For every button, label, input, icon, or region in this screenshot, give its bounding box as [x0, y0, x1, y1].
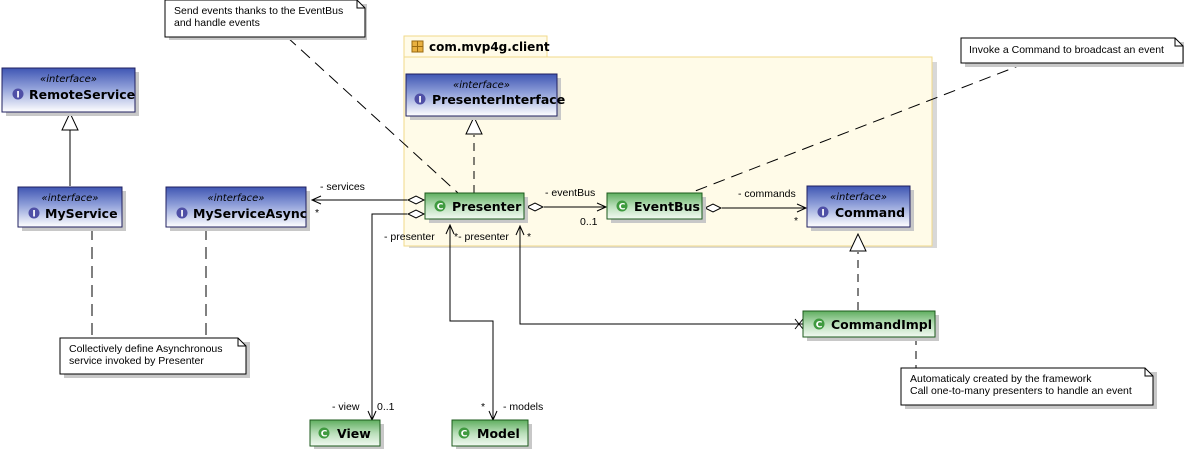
interface-icon: I: [414, 93, 426, 106]
interface-remoteservice[interactable]: «interface» I RemoteService: [1, 67, 139, 116]
package-icon: [411, 40, 424, 53]
class-icon: C: [434, 200, 446, 213]
class-icon: C: [458, 427, 470, 440]
note-framework[interactable]: Automaticaly created by the framework Ca…: [900, 367, 1157, 409]
class-commandimpl[interactable]: C CommandImpl: [802, 310, 939, 341]
eventbus-arrowhead: [596, 202, 608, 212]
stereotype-label: «interface»: [453, 80, 510, 91]
note-async-service[interactable]: Collectively define Asynchronous service…: [59, 337, 250, 378]
view-association: [371, 213, 407, 420]
eventbus-label: - eventBus: [545, 187, 595, 199]
view-label: - view: [332, 401, 360, 413]
interface-icon: I: [817, 206, 829, 219]
interface-icon: I: [176, 207, 188, 220]
interface-icon: I: [12, 88, 24, 101]
svg-text:C: C: [461, 430, 468, 440]
class-icon: C: [616, 200, 628, 213]
services-multiplicity: *: [315, 207, 319, 219]
interface-icon: I: [28, 207, 40, 220]
presenter-model-label: *- presenter: [454, 231, 509, 243]
eventbus-multiplicity: 0..1: [580, 216, 598, 228]
note-link-command: [689, 62, 1027, 194]
stereotype-label: «interface»: [830, 192, 887, 203]
commands-arrowhead: [796, 203, 808, 213]
class-view[interactable]: C View: [309, 419, 384, 449]
presenter-arrowhead: [515, 224, 525, 236]
svg-text:C: C: [816, 321, 823, 331]
commandimpl-association: [519, 226, 803, 325]
interface-name: PresenterInterface: [432, 92, 565, 107]
note-line: service invoked by Presenter: [69, 355, 204, 367]
class-name: Model: [477, 426, 520, 441]
svg-text:C: C: [619, 203, 626, 213]
stereotype-label: «interface»: [208, 193, 265, 204]
class-name: View: [337, 426, 371, 441]
realization-arrow: [849, 232, 867, 252]
class-name: EventBus: [634, 199, 700, 214]
interface-myserviceasync[interactable]: «interface» I MyServiceAsync: [165, 186, 310, 231]
note-line: and handle events: [174, 17, 260, 29]
presenter-arrowhead: [445, 223, 455, 235]
interface-myservice[interactable]: «interface» I MyService: [17, 186, 126, 231]
class-icon: C: [813, 318, 825, 331]
interface-name: MyServiceAsync: [193, 206, 307, 221]
class-presenter[interactable]: C Presenter: [424, 192, 528, 223]
commands-label: - commands: [738, 188, 796, 200]
svg-text:I: I: [16, 91, 19, 101]
note-line: Call one-to-many presenters to handle an…: [910, 385, 1132, 397]
view-multiplicity: 0..1: [377, 401, 395, 413]
note-line: Send events thanks to the EventBus: [174, 5, 343, 17]
models-multiplicity: *: [481, 401, 485, 413]
interface-name: RemoteService: [29, 87, 135, 102]
generalization-arrow: [61, 111, 79, 131]
note-link-eventbus: [286, 36, 459, 194]
aggregation-diamond: [525, 202, 545, 212]
svg-text:I: I: [32, 210, 35, 220]
models-label: - models: [503, 401, 543, 413]
aggregation-diamond: [406, 195, 426, 205]
svg-text:I: I: [180, 210, 183, 220]
interface-name: Command: [835, 205, 905, 220]
aggregation-diamond: [406, 209, 426, 219]
note-line: Invoke a Command to broadcast an event: [969, 44, 1164, 56]
interface-presenterinterface[interactable]: «interface» I PresenterInterface: [405, 73, 565, 120]
model-association: [449, 225, 494, 420]
services-label: - services: [320, 181, 365, 193]
presenter-view-label: - presenter: [384, 231, 435, 243]
class-name: CommandImpl: [831, 317, 932, 332]
svg-text:I: I: [418, 96, 421, 106]
svg-text:I: I: [821, 209, 824, 219]
connectors: [61, 36, 1027, 422]
stereotype-label: «interface»: [40, 74, 97, 85]
stereotype-label: «interface»: [42, 193, 99, 204]
class-name: Presenter: [452, 199, 522, 214]
package-name: com.mvp4g.client: [429, 40, 550, 54]
svg-text:C: C: [321, 430, 328, 440]
association-labels: - services * - eventBus 0..1 - commands …: [315, 181, 798, 413]
interface-command[interactable]: «interface» I Command: [806, 185, 914, 231]
commands-multiplicity: *: [794, 215, 798, 227]
aggregation-diamond: [703, 203, 723, 213]
note-line: Collectively define Asynchronous: [69, 343, 223, 355]
class-icon: C: [318, 427, 330, 440]
note-line: Automaticaly created by the framework: [910, 373, 1092, 385]
class-model[interactable]: C Model: [451, 419, 532, 449]
class-eventbus[interactable]: C EventBus: [606, 192, 706, 223]
note-eventbus[interactable]: Send events thanks to the EventBus and h…: [164, 0, 367, 40]
note-command[interactable]: Invoke a Command to broadcast an event: [960, 37, 1184, 67]
services-arrowhead: [310, 195, 322, 205]
svg-text:C: C: [437, 203, 444, 213]
presenter-command-multiplicity: *: [527, 231, 531, 243]
interface-name: MyService: [45, 206, 118, 221]
commandimpl-x-mark: [794, 318, 804, 330]
realization-arrow: [465, 115, 483, 135]
